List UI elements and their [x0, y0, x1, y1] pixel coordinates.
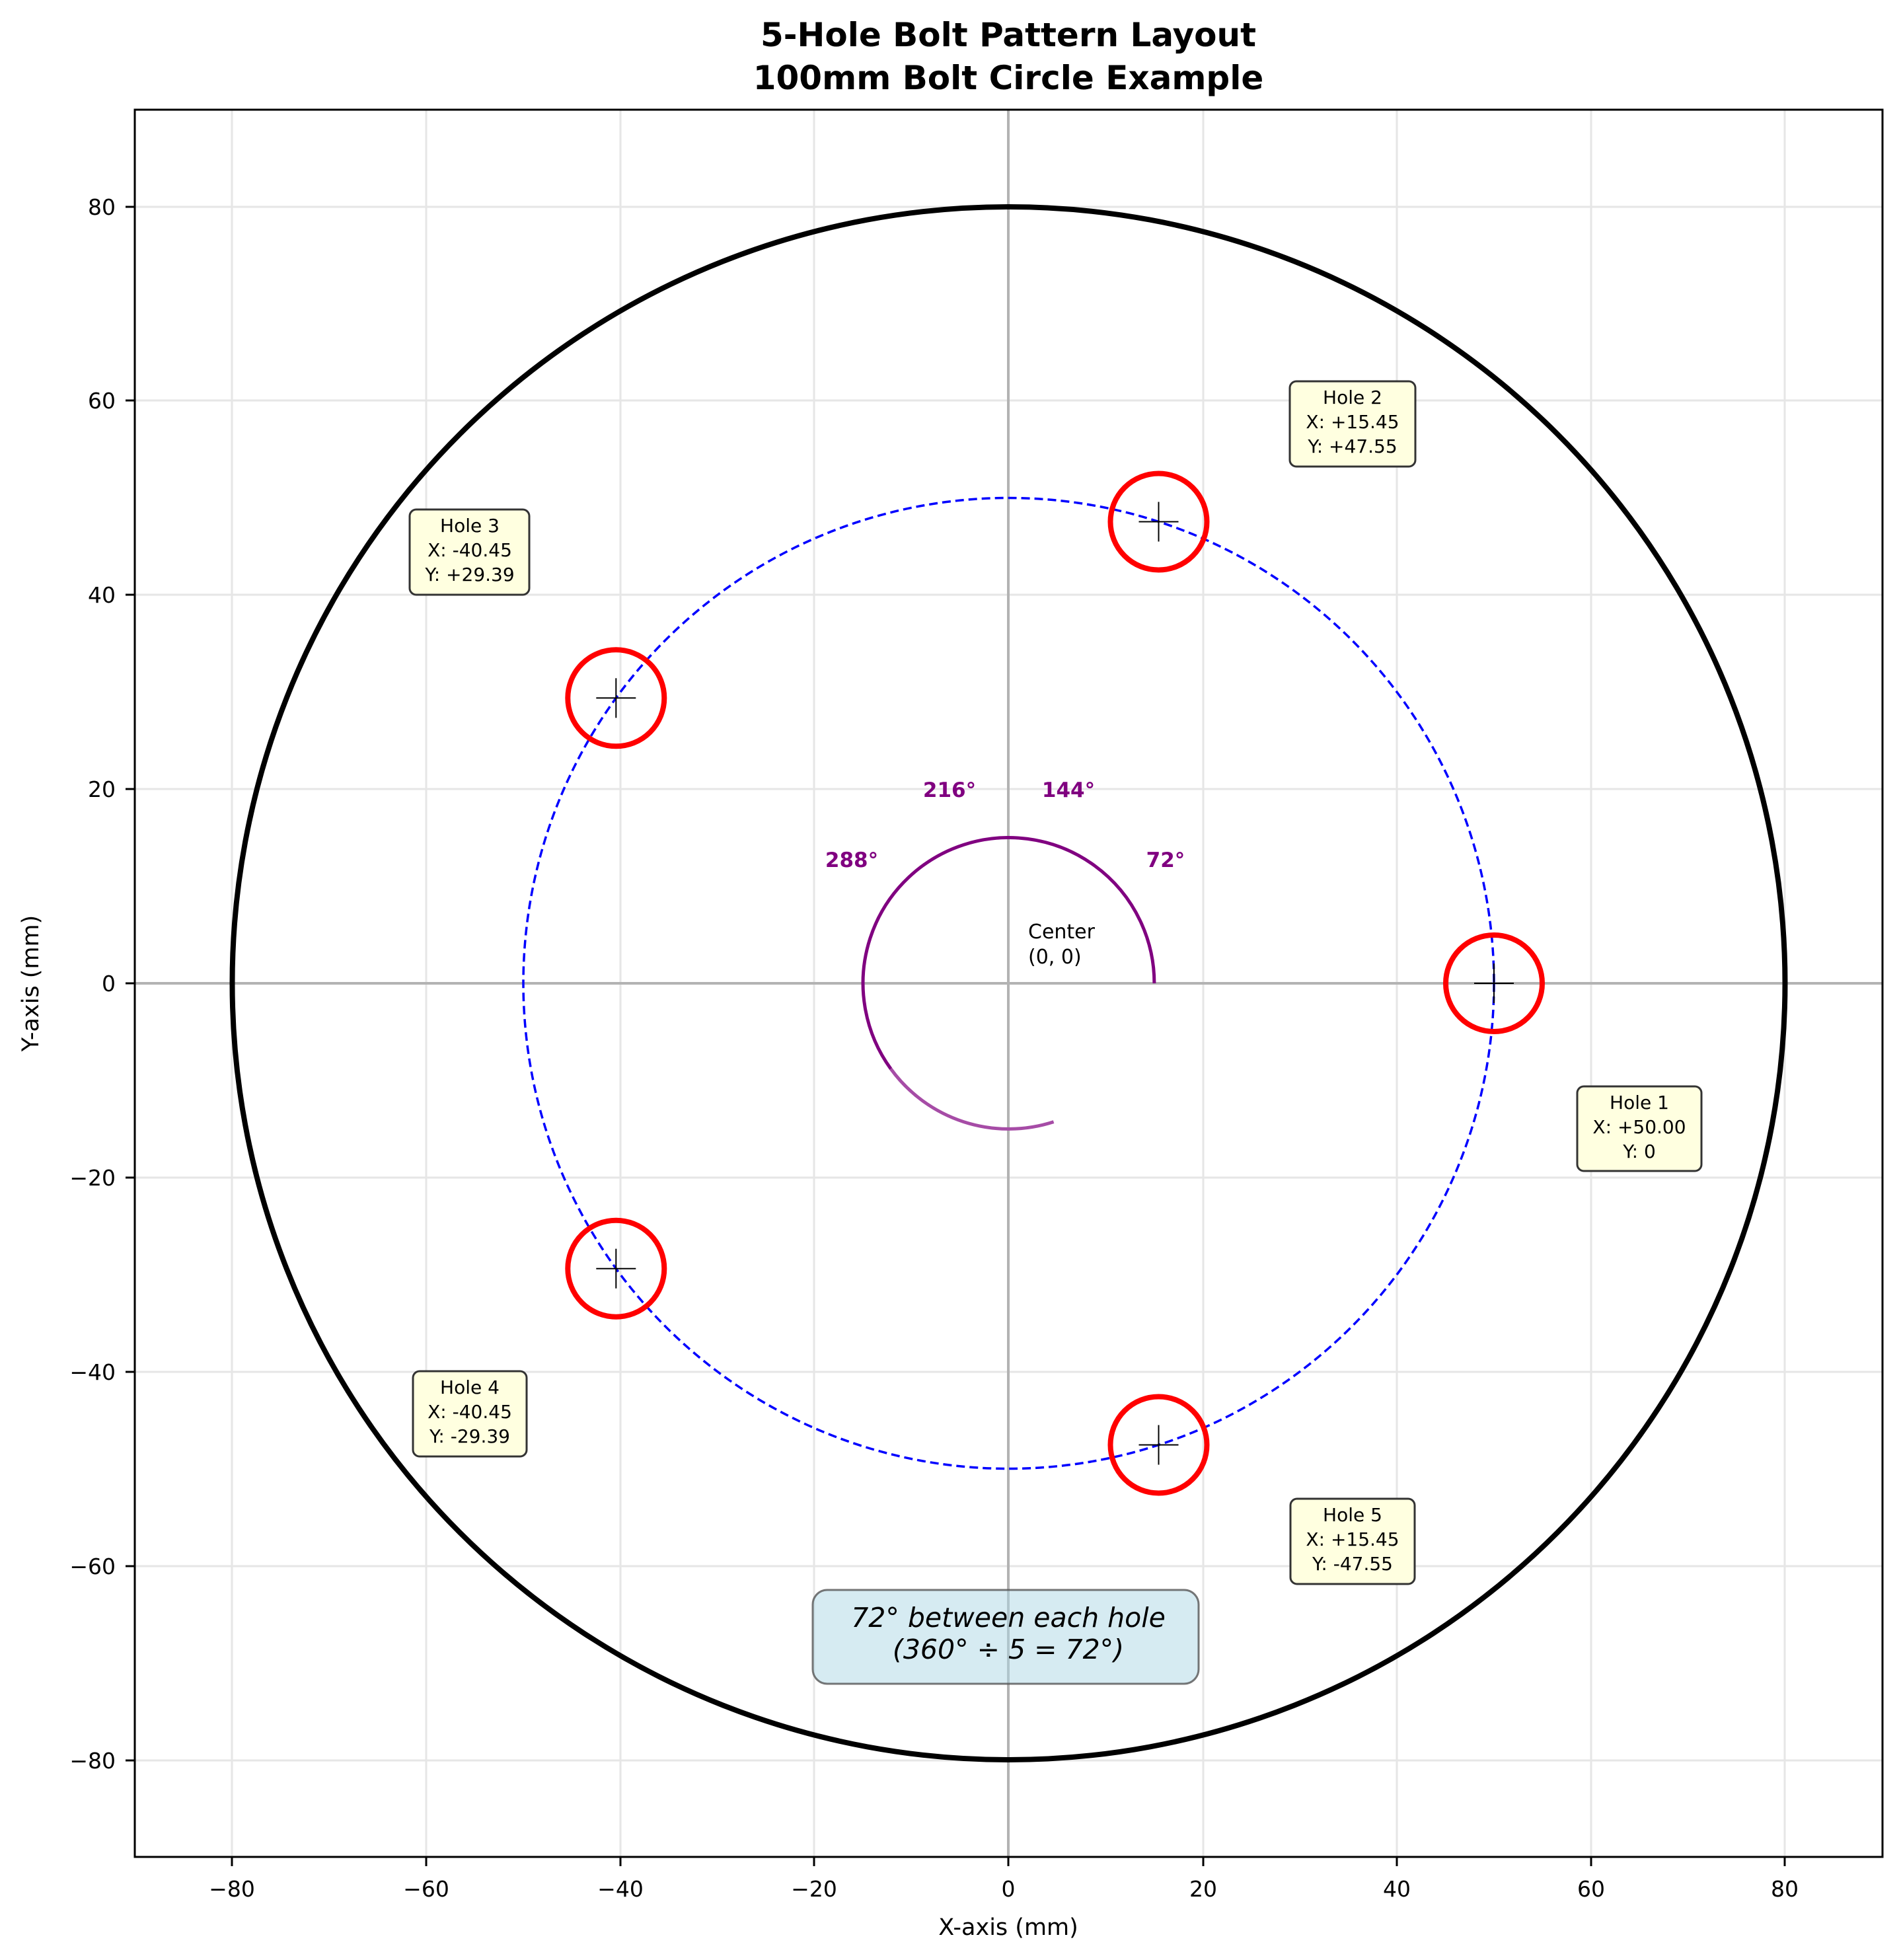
- svg-text:−80: −80: [69, 1748, 116, 1774]
- outer-circle: [229, 204, 1788, 1762]
- y-axis-label: Y-axis (mm): [18, 915, 44, 1053]
- angle-label-144: 144°: [1042, 778, 1095, 802]
- svg-text:X: +50.00: X: +50.00: [1592, 1116, 1686, 1138]
- svg-text:−20: −20: [69, 1165, 116, 1191]
- hole-3-label: Hole 3 X: -40.45 Y: +29.39: [408, 508, 531, 596]
- svg-text:−60: −60: [69, 1554, 116, 1579]
- svg-text:−60: −60: [403, 1876, 449, 1902]
- x-axis-label: X-axis (mm): [938, 1914, 1078, 1941]
- chart-title-line2: 100mm Bolt Circle Example: [753, 59, 1264, 97]
- hole-4-label: Hole 4 X: -40.45 Y: -29.39: [412, 1370, 528, 1458]
- hole-3-circle: [565, 647, 667, 749]
- x-ticks: [231, 1857, 1786, 1866]
- svg-text:20: 20: [88, 776, 116, 802]
- angle-arc: [861, 836, 1156, 1070]
- svg-text:Y: -29.39: Y: -29.39: [429, 1425, 510, 1447]
- svg-text:60: 60: [1577, 1876, 1605, 1902]
- svg-text:0: 0: [1002, 1876, 1016, 1902]
- svg-text:20: 20: [1189, 1876, 1217, 1902]
- hole-3: [565, 647, 667, 749]
- hole-4: [565, 1217, 667, 1320]
- svg-text:Y: +29.39: Y: +29.39: [424, 564, 514, 585]
- y-tick-labels: 80 60 40 20 0 −20 −40 −60 −80: [69, 194, 116, 1774]
- svg-text:X: -40.45: X: -40.45: [428, 539, 512, 561]
- svg-text:Y: -47.55: Y: -47.55: [1312, 1553, 1393, 1575]
- chart-title-line1: 5-Hole Bolt Pattern Layout: [761, 16, 1256, 54]
- svg-text:−80: −80: [209, 1876, 255, 1902]
- svg-text:40: 40: [1383, 1876, 1411, 1902]
- angle-label-216: 216°: [923, 778, 976, 802]
- svg-text:Hole 5: Hole 5: [1323, 1504, 1382, 1526]
- y-ticks: [126, 206, 135, 1762]
- hole-2-label: Hole 2 X: +15.45 Y: +47.55: [1288, 380, 1417, 468]
- svg-text:−40: −40: [69, 1359, 116, 1385]
- svg-text:80: 80: [1771, 1876, 1799, 1902]
- svg-text:Hole 1: Hole 1: [1610, 1092, 1669, 1113]
- hole-1-label: Hole 1 X: +50.00 Y: 0: [1576, 1085, 1703, 1172]
- spacing-note-line1: 72° between each hole: [851, 1602, 1166, 1634]
- angle-label-288: 288°: [825, 848, 878, 872]
- angle-label-72: 72°: [1146, 848, 1185, 872]
- svg-text:X: +15.45: X: +15.45: [1306, 411, 1399, 433]
- svg-text:80: 80: [88, 194, 116, 220]
- center-label-line2: (0, 0): [1028, 946, 1082, 969]
- hole-1-circle: [1443, 932, 1545, 1034]
- svg-text:Y: 0: Y: 0: [1622, 1141, 1656, 1162]
- spacing-note: 72° between each hole (360° ÷ 5 = 72°): [811, 1589, 1200, 1685]
- svg-text:Hole 3: Hole 3: [440, 515, 500, 537]
- x-tick-labels: −80 −60 −40 −20 0 20 40 60 80: [209, 1876, 1799, 1902]
- hole-5-label: Hole 5 X: +15.45 Y: -47.55: [1289, 1497, 1416, 1585]
- svg-text:−20: −20: [791, 1876, 837, 1902]
- svg-text:Hole 4: Hole 4: [440, 1376, 500, 1398]
- svg-text:Y: +47.55: Y: +47.55: [1307, 435, 1397, 457]
- hole-1: [1443, 932, 1545, 1034]
- hole-4-circle: [565, 1217, 667, 1320]
- zero-axes: [135, 110, 1882, 1857]
- hole-5-circle: [1107, 1394, 1210, 1496]
- center-label-line1: Center: [1028, 921, 1096, 944]
- svg-text:0: 0: [102, 971, 116, 997]
- spacing-note-line2: (360° ÷ 5 = 72°): [893, 1634, 1124, 1665]
- hole-2-circle: [1107, 471, 1210, 573]
- svg-text:X: +15.45: X: +15.45: [1306, 1528, 1399, 1550]
- svg-text:X: -40.45: X: -40.45: [428, 1401, 512, 1423]
- svg-text:60: 60: [88, 388, 116, 414]
- angle-arc-tail: [889, 1068, 1055, 1131]
- svg-text:−40: −40: [597, 1876, 644, 1902]
- hole-2: [1107, 471, 1210, 573]
- hole-5: [1107, 1394, 1210, 1496]
- svg-text:Hole 2: Hole 2: [1323, 387, 1382, 408]
- svg-text:40: 40: [88, 582, 116, 608]
